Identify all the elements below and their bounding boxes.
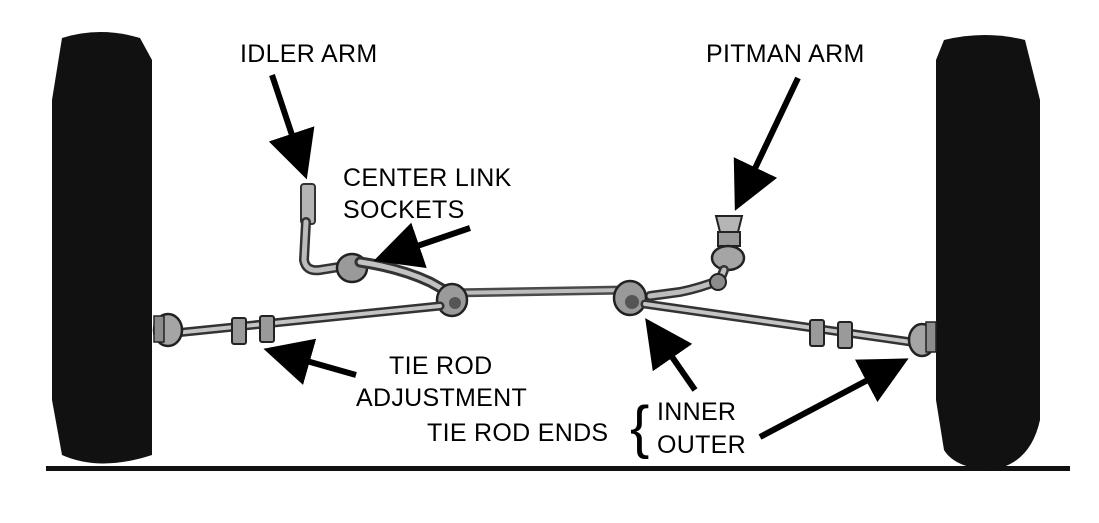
tie-rod-ends-label: TIE ROD ENDS (427, 419, 609, 447)
outer-label: OUTER (657, 431, 746, 459)
arrow-idler-arm (268, 74, 315, 180)
pitman-arm (645, 215, 746, 301)
center-link-socket-left (335, 252, 461, 302)
brace-icon: { (630, 395, 650, 460)
arrow-inner-tie-rod-end (645, 318, 698, 392)
center-link-sockets-label-line2: SOCKETS (343, 196, 465, 224)
inner-label: INNER (657, 398, 737, 426)
right-tie-rod (640, 299, 937, 358)
center-link (445, 285, 630, 298)
pitman-arm-label: PITMAN ARM (706, 40, 865, 68)
ground-line (46, 466, 1070, 471)
arrow-pitman-arm (733, 76, 801, 211)
right-inner-tie-rod-end (612, 279, 648, 317)
center-link-sockets-label-line1: CENTER LINK (343, 164, 512, 192)
right-tire (936, 35, 1040, 470)
arrow-outer-tie-rod-end (758, 358, 909, 440)
arrow-tie-rod-adjustment (263, 338, 357, 385)
tie-rod-adjustment-label-line1: TIE ROD (389, 352, 493, 380)
tie-rod-adjustment-label-line2: ADJUSTMENT (356, 384, 528, 412)
left-tire (52, 32, 152, 464)
arrow-center-link-sockets (373, 222, 471, 269)
idler-arm-label: IDLER ARM (240, 40, 378, 68)
left-tie-rod (152, 301, 445, 348)
left-inner-tie-rod-end (435, 282, 469, 318)
idler-arm (298, 183, 350, 276)
